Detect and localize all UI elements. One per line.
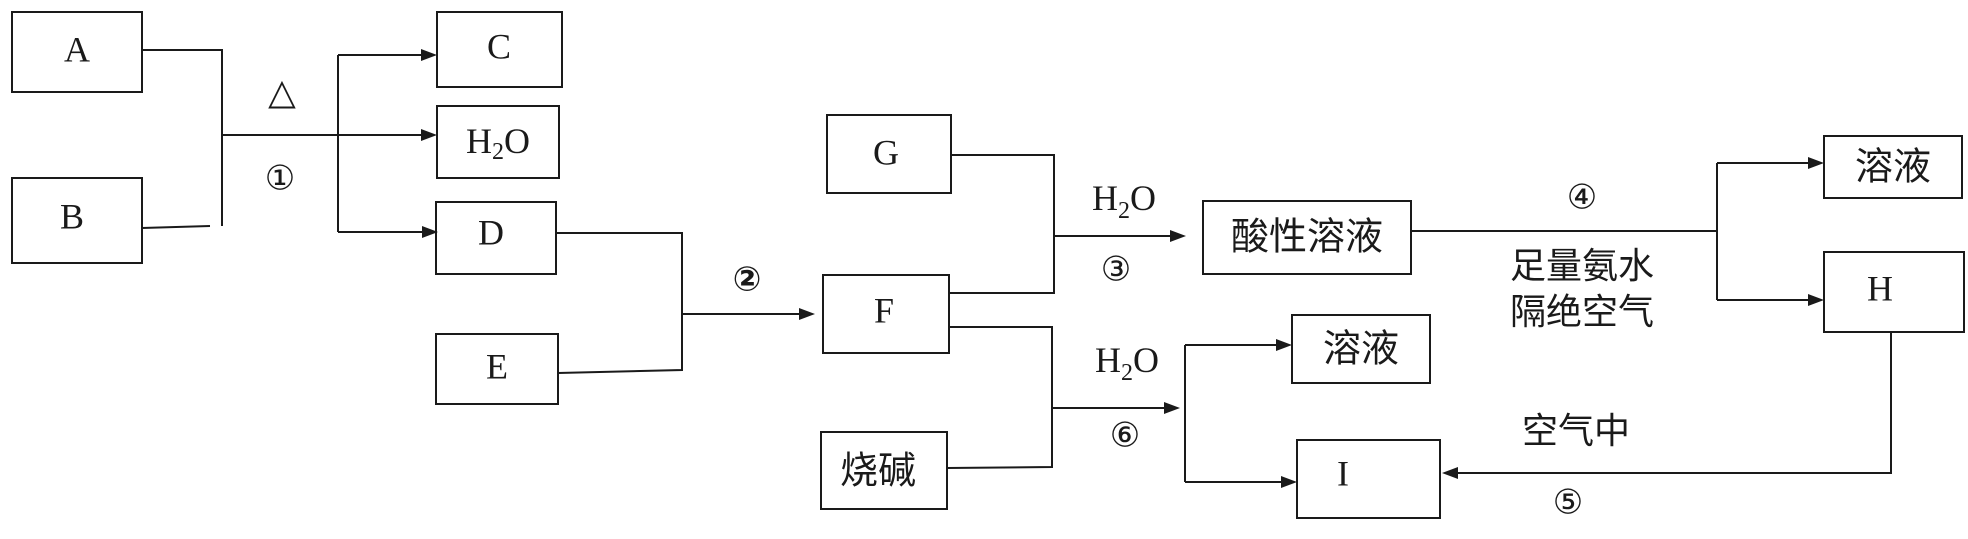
connector-A-B (141, 49, 223, 229)
node-E: E (435, 333, 559, 405)
connector-branch-6 (1184, 344, 1285, 483)
node-C-label: C (487, 26, 511, 66)
step-1-label: ① (265, 159, 295, 199)
condition-in-air: 空气中 (1522, 411, 1630, 452)
node-shaojian: 烧碱 (820, 431, 948, 510)
node-A-label: A (64, 29, 90, 69)
node-E-label: E (486, 346, 508, 386)
node-acid-solution-label: 酸性溶液 (1231, 215, 1383, 259)
node-B: B (11, 177, 143, 264)
arrowhead-reaction-6 (1164, 402, 1180, 414)
node-solution-mid: 溶液 (1291, 314, 1431, 384)
arrowhead-to-solution-mid (1276, 339, 1292, 351)
node-acid-solution: 酸性溶液 (1202, 200, 1412, 275)
node-water-1: H2O (436, 105, 560, 179)
water-formula-6: H2O (1095, 340, 1159, 386)
water-formula-1: H2O (466, 121, 530, 164)
node-H: H (1823, 251, 1965, 333)
node-solution-top-label: 溶液 (1855, 145, 1931, 189)
node-H-label: H (1867, 268, 1893, 308)
arrowhead-to-acid-solution (1170, 230, 1186, 242)
node-shaojian-label: 烧碱 (840, 449, 916, 493)
arrowhead-to-F (799, 308, 815, 320)
arrowhead-to-C (421, 49, 437, 61)
node-solution-mid-label: 溶液 (1323, 327, 1399, 371)
connector-branch-1 (337, 54, 426, 233)
node-I: I (1296, 439, 1441, 519)
node-solution-top: 溶液 (1823, 135, 1963, 199)
arrowhead-to-water-1 (421, 129, 437, 141)
node-C: C (436, 11, 563, 88)
arrowhead-to-I (1281, 476, 1297, 488)
step-6-label: ⑥ (1110, 416, 1140, 456)
connector-H-I (1455, 332, 1892, 474)
node-D: D (435, 201, 557, 275)
arrowhead-to-D (422, 226, 438, 238)
water-formula-3: H2O (1092, 178, 1156, 224)
node-D-label: D (478, 212, 504, 252)
condition-ammonia: 足量氨水 (1510, 246, 1654, 287)
node-F-label: F (874, 290, 894, 330)
node-B-label: B (60, 196, 84, 236)
node-G-label: G (873, 132, 899, 172)
arrowhead-H-to-I (1442, 467, 1458, 479)
node-G: G (826, 114, 952, 194)
node-F: F (822, 274, 950, 354)
connector-F-shaojian (946, 326, 1166, 469)
arrowhead-to-solution-top (1808, 157, 1824, 169)
step-4-label: ④ (1567, 178, 1597, 218)
heat-symbol: △ (268, 72, 296, 113)
node-A: A (11, 11, 143, 93)
arrowhead-to-H (1808, 294, 1824, 306)
connector-G-F (949, 154, 1174, 294)
connector-reaction-4 (1411, 162, 1812, 301)
step-3-label: ③ (1101, 250, 1131, 290)
step-5-label: ⑤ (1553, 483, 1583, 523)
connector-D-E (556, 232, 803, 374)
node-I-label: I (1337, 453, 1349, 493)
condition-no-air: 隔绝空气 (1510, 292, 1654, 333)
step-2-label: ② (733, 260, 762, 300)
